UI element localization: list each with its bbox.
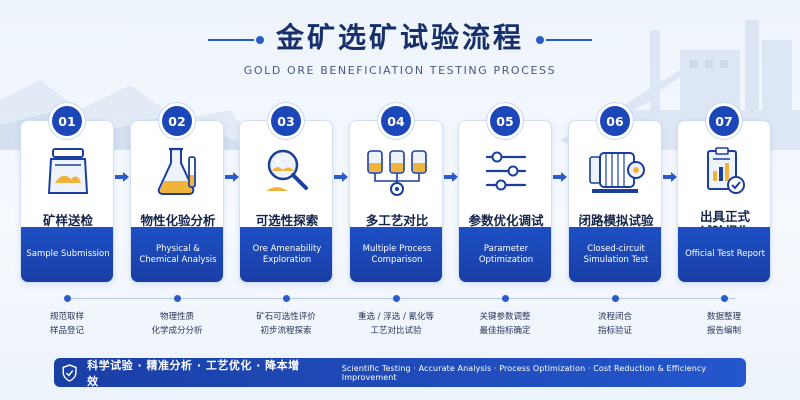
flask-icon: [131, 143, 223, 203]
footer-slogan-en: Scientific Testing · Accurate Analysis ·…: [341, 363, 707, 382]
step-title-zh: 多工艺对比: [365, 213, 429, 228]
step-number-badge: 02: [162, 106, 192, 136]
title-line-left: [208, 39, 254, 41]
timeline-dot: [720, 295, 728, 302]
ball-mill-icon: [569, 143, 661, 203]
timeline-dot: [63, 295, 71, 302]
magnifier-icon: [240, 143, 332, 203]
title-dot-left: [256, 36, 264, 44]
timeline-dot: [282, 295, 290, 302]
timeline-dot: [501, 295, 509, 302]
step-number-badge: 04: [381, 106, 411, 136]
step-number-badge: 06: [600, 106, 630, 136]
timeline-dot: [173, 295, 181, 302]
sample-bag-icon: [21, 143, 113, 203]
step-title-en: Physical & Chemical Analysis: [131, 227, 223, 282]
footer-banner: 科学试验 · 精准分析 · 工艺优化 · 降本增效 Scientific Tes…: [54, 358, 746, 388]
step-title-en: Multiple Process Comparison: [350, 227, 442, 282]
report-icon: [678, 143, 770, 203]
step-title-en: Parameter Optimization: [459, 227, 551, 282]
step-number-badge: 01: [52, 106, 82, 136]
arrow-right-icon: [444, 172, 458, 182]
step-title-zh: 参数优化调试: [468, 213, 544, 228]
arrow-right-icon: [115, 172, 129, 182]
page-subtitle: GOLD ORE BENEFICIATION TESTING PROCESS: [243, 64, 557, 77]
arrow-right-icon: [663, 172, 677, 182]
step-title-en: Ore Amenability Exploration: [240, 227, 332, 282]
arrow-right-icon: [334, 172, 348, 182]
timeline-dot: [392, 295, 400, 302]
arrow-right-icon: [225, 172, 239, 182]
step-card-07: 出具正式试验报告Official Test Report: [677, 120, 771, 283]
shield-check-icon: [62, 363, 77, 382]
arrow-right-icon: [553, 172, 567, 182]
step-note: 数据整理报告编制: [706, 312, 741, 336]
title-line-right: [546, 39, 592, 41]
step-title-en: Official Test Report: [678, 227, 770, 282]
step-note: 规范取样样品登记: [49, 312, 84, 336]
multi-process-icon: [350, 143, 442, 203]
step-title-zh: 闭路模拟试验: [578, 213, 654, 228]
step-title-en: Sample Submission: [21, 227, 113, 282]
step-note: 物理性质化学成分分析: [151, 312, 203, 336]
step-number-badge: 05: [490, 106, 520, 136]
step-note: 重选 / 浮选 / 氰化等工艺对比试验: [357, 312, 435, 336]
step-note: 关键参数调整最佳指标确定: [479, 312, 531, 336]
step-note: 流程闭合指标验证: [597, 312, 632, 336]
step-number-badge: 07: [709, 106, 739, 136]
title-dot-right: [536, 36, 544, 44]
footer-slogan-zh: 科学试验 · 精准分析 · 工艺优化 · 降本增效: [87, 358, 300, 388]
slider-icon: [459, 143, 551, 203]
step-title-zh: 矿样送检: [42, 213, 93, 228]
step-number-badge: 03: [271, 106, 301, 136]
page-title: 金矿选矿试验流程: [275, 21, 524, 54]
step-title-en: Closed-circuit Simulation Test: [569, 227, 661, 282]
timeline-dot: [611, 295, 619, 302]
step-title-zh: 物性化验分析: [140, 213, 216, 228]
step-note: 矿石可选性评价初步流程探索: [256, 312, 316, 336]
timeline-line: [65, 298, 735, 299]
step-title-zh: 可选性探索: [255, 213, 319, 228]
